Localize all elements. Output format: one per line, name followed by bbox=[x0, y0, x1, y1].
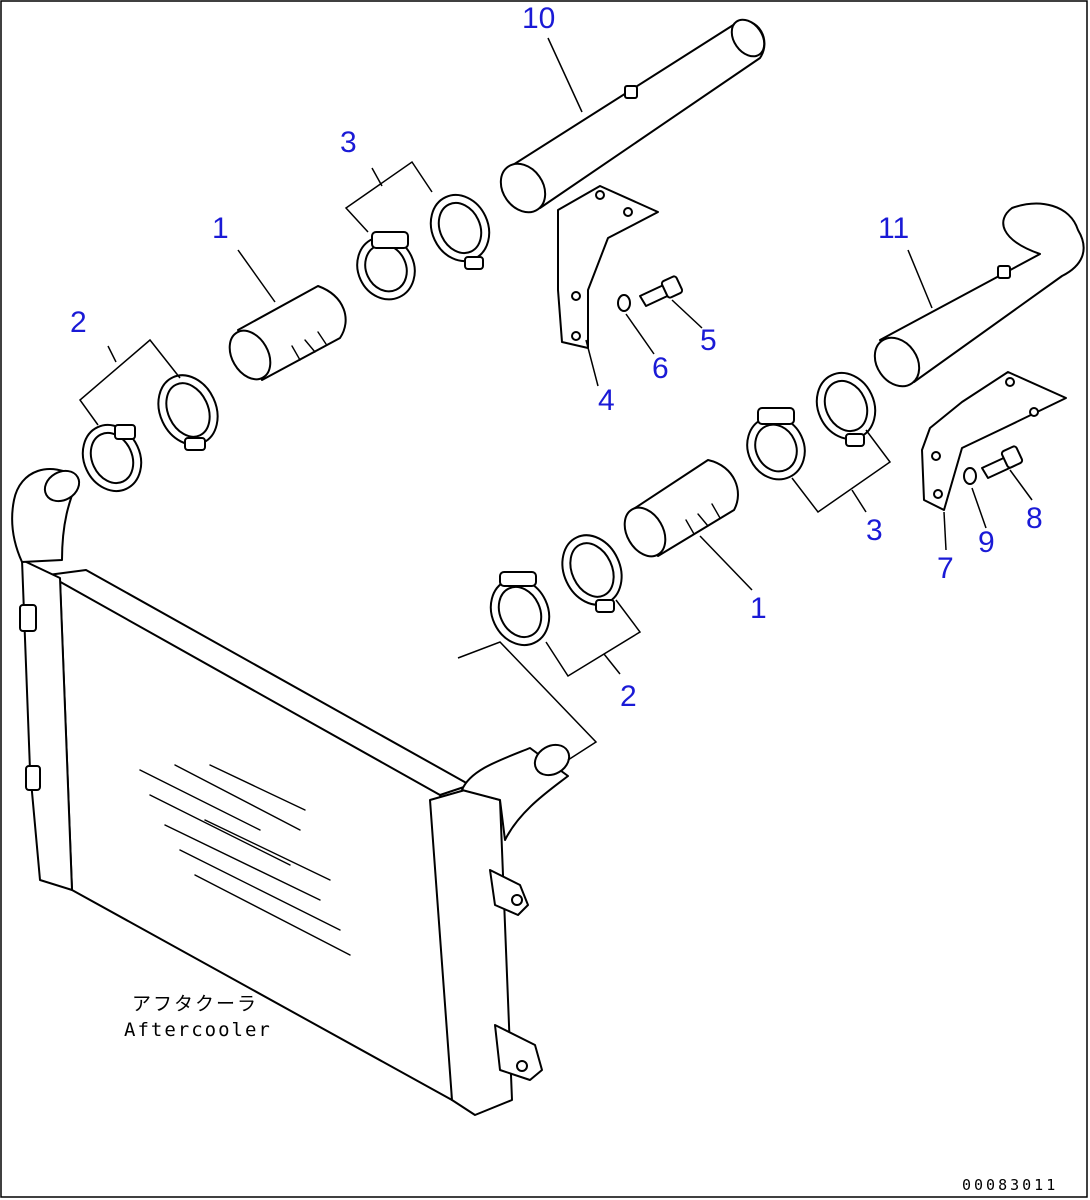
bracket-4 bbox=[557, 185, 659, 349]
hose-1-lower bbox=[623, 459, 739, 558]
aftercooler bbox=[11, 468, 571, 1116]
leader-2-lower bbox=[545, 599, 642, 678]
leader-8 bbox=[1009, 469, 1033, 501]
leader-3-lower-tag bbox=[851, 489, 867, 513]
hose-1-upper bbox=[228, 285, 347, 381]
leader-1-upper bbox=[237, 249, 276, 303]
leader-10 bbox=[547, 37, 583, 113]
bolt-5 bbox=[639, 275, 684, 307]
part-label-8: 8 bbox=[1026, 502, 1043, 535]
part-label-1-upper: 1 bbox=[212, 212, 229, 245]
clamp-set-3-upper bbox=[356, 193, 491, 301]
part-label-11: 11 bbox=[878, 212, 909, 245]
leader-11 bbox=[907, 249, 933, 309]
pipe-10 bbox=[499, 18, 766, 214]
part-label-6: 6 bbox=[652, 352, 669, 385]
clamp-set-2-upper bbox=[81, 374, 219, 493]
part-label-5: 5 bbox=[700, 324, 717, 357]
leader-9 bbox=[971, 487, 987, 529]
part-label-10: 10 bbox=[522, 2, 555, 35]
part-label-9: 9 bbox=[978, 526, 995, 559]
leader-3-upper bbox=[344, 160, 433, 233]
part-label-7: 7 bbox=[937, 552, 954, 585]
leader-7 bbox=[943, 511, 947, 551]
leader-2-lower-tag bbox=[603, 653, 621, 675]
part-label-2-upper: 2 bbox=[70, 306, 87, 339]
leader-6 bbox=[625, 313, 655, 355]
leader-2-to-aftercooler bbox=[457, 641, 598, 761]
drawing-number: 00083011 bbox=[962, 1176, 1058, 1194]
part-label-1-lower: 1 bbox=[750, 592, 767, 625]
washer-9 bbox=[963, 467, 977, 485]
leader-3-upper-tag bbox=[371, 167, 383, 187]
part-label-3-lower: 3 bbox=[866, 514, 883, 547]
pipe-11 bbox=[873, 202, 1085, 388]
bracket-7 bbox=[921, 371, 1067, 511]
leader-5 bbox=[671, 299, 703, 329]
aftercooler-label-jp: アフタクーラ bbox=[132, 993, 258, 1015]
bolt-8 bbox=[981, 445, 1024, 479]
washer-6 bbox=[617, 294, 631, 312]
leader-2-upper bbox=[78, 338, 181, 426]
part-label-4: 4 bbox=[598, 384, 615, 417]
leader-1-lower bbox=[699, 535, 753, 591]
aftercooler-label-en: Aftercooler bbox=[124, 1019, 272, 1041]
leader-2-upper-tag bbox=[107, 345, 117, 363]
clamp-set-3-lower bbox=[746, 371, 877, 481]
leader-3-lower bbox=[791, 429, 892, 514]
part-label-2-lower: 2 bbox=[620, 680, 637, 713]
part-label-3-upper: 3 bbox=[340, 126, 357, 159]
clamp-set-2-lower bbox=[489, 534, 623, 647]
leader-4 bbox=[585, 339, 599, 387]
